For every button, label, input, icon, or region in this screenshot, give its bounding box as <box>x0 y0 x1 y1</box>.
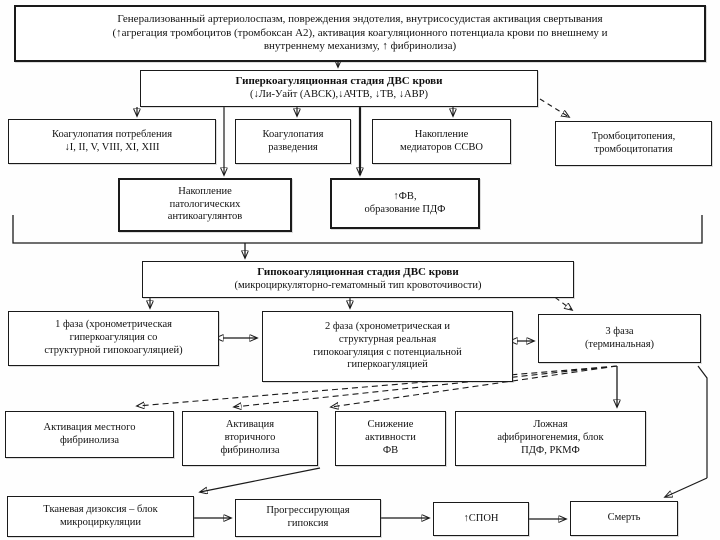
node-secondary-fibrinolysis: Активация вторичного фибринолиза <box>182 411 318 466</box>
hypercoagulation-subtitle: (↓Ли-Уайт (АВСК),↓АЧТВ, ↓ТВ, ↓АВР) <box>250 88 428 100</box>
node-death: Смерть <box>570 501 678 536</box>
hypocoagulation-subtitle: (микроциркуляторно-гематомный тип кровот… <box>234 279 482 291</box>
node-generalized-arteriolospasm: Генерализованный артериолоспазм, поврежд… <box>14 5 706 62</box>
node-dilution-coagulopathy: Коагулопатия разведения <box>235 119 351 164</box>
node-phase-2: 2 фаза (хронометрическая и структурная р… <box>262 311 513 382</box>
node-fdp-formation: ↑ФВ, образование ПДФ <box>330 178 480 229</box>
node-consumption-coagulopathy: Коагулопатия потребления ↓I, II, V, VIII… <box>8 119 216 164</box>
hypocoagulation-title: Гипокоагуляционная стадия ДВС крови <box>257 266 459 279</box>
node-thrombocytopenia: Тромбоцитопения, тромбоцитопатия <box>555 121 712 166</box>
node-pathological-anticoagulants: Накопление патологических антикоагулянто… <box>118 178 292 232</box>
node-progressive-hypoxia: Прогрессирующая гипоксия <box>235 499 381 537</box>
node-tissue-dysoxia: Тканевая дизоксия – блок микроциркуляции <box>7 496 194 537</box>
node-phase-1: 1 фаза (хронометрическая гиперкоагуляция… <box>8 311 219 366</box>
node-phase-3: 3 фаза (терминальная) <box>538 314 701 363</box>
node-false-afibrinogenemia: Ложная афибриногенемия, блок ПДФ, РКМФ <box>455 411 646 466</box>
node-vwf-decrease: Снижение активности ФВ <box>335 411 446 466</box>
node-hypocoagulation-stage: Гипокоагуляционная стадия ДВС крови (мик… <box>142 261 574 298</box>
hypercoagulation-title: Гиперкоагуляционная стадия ДВС крови <box>235 75 443 88</box>
node-mods: ↑СПОН <box>433 502 529 536</box>
node-local-fibrinolysis: Активация местного фибринолиза <box>5 411 174 458</box>
node-sirs-mediators: Накопление медиаторов ССВО <box>372 119 511 164</box>
node-hypercoagulation-stage: Гиперкоагуляционная стадия ДВС крови (↓Л… <box>140 70 538 107</box>
